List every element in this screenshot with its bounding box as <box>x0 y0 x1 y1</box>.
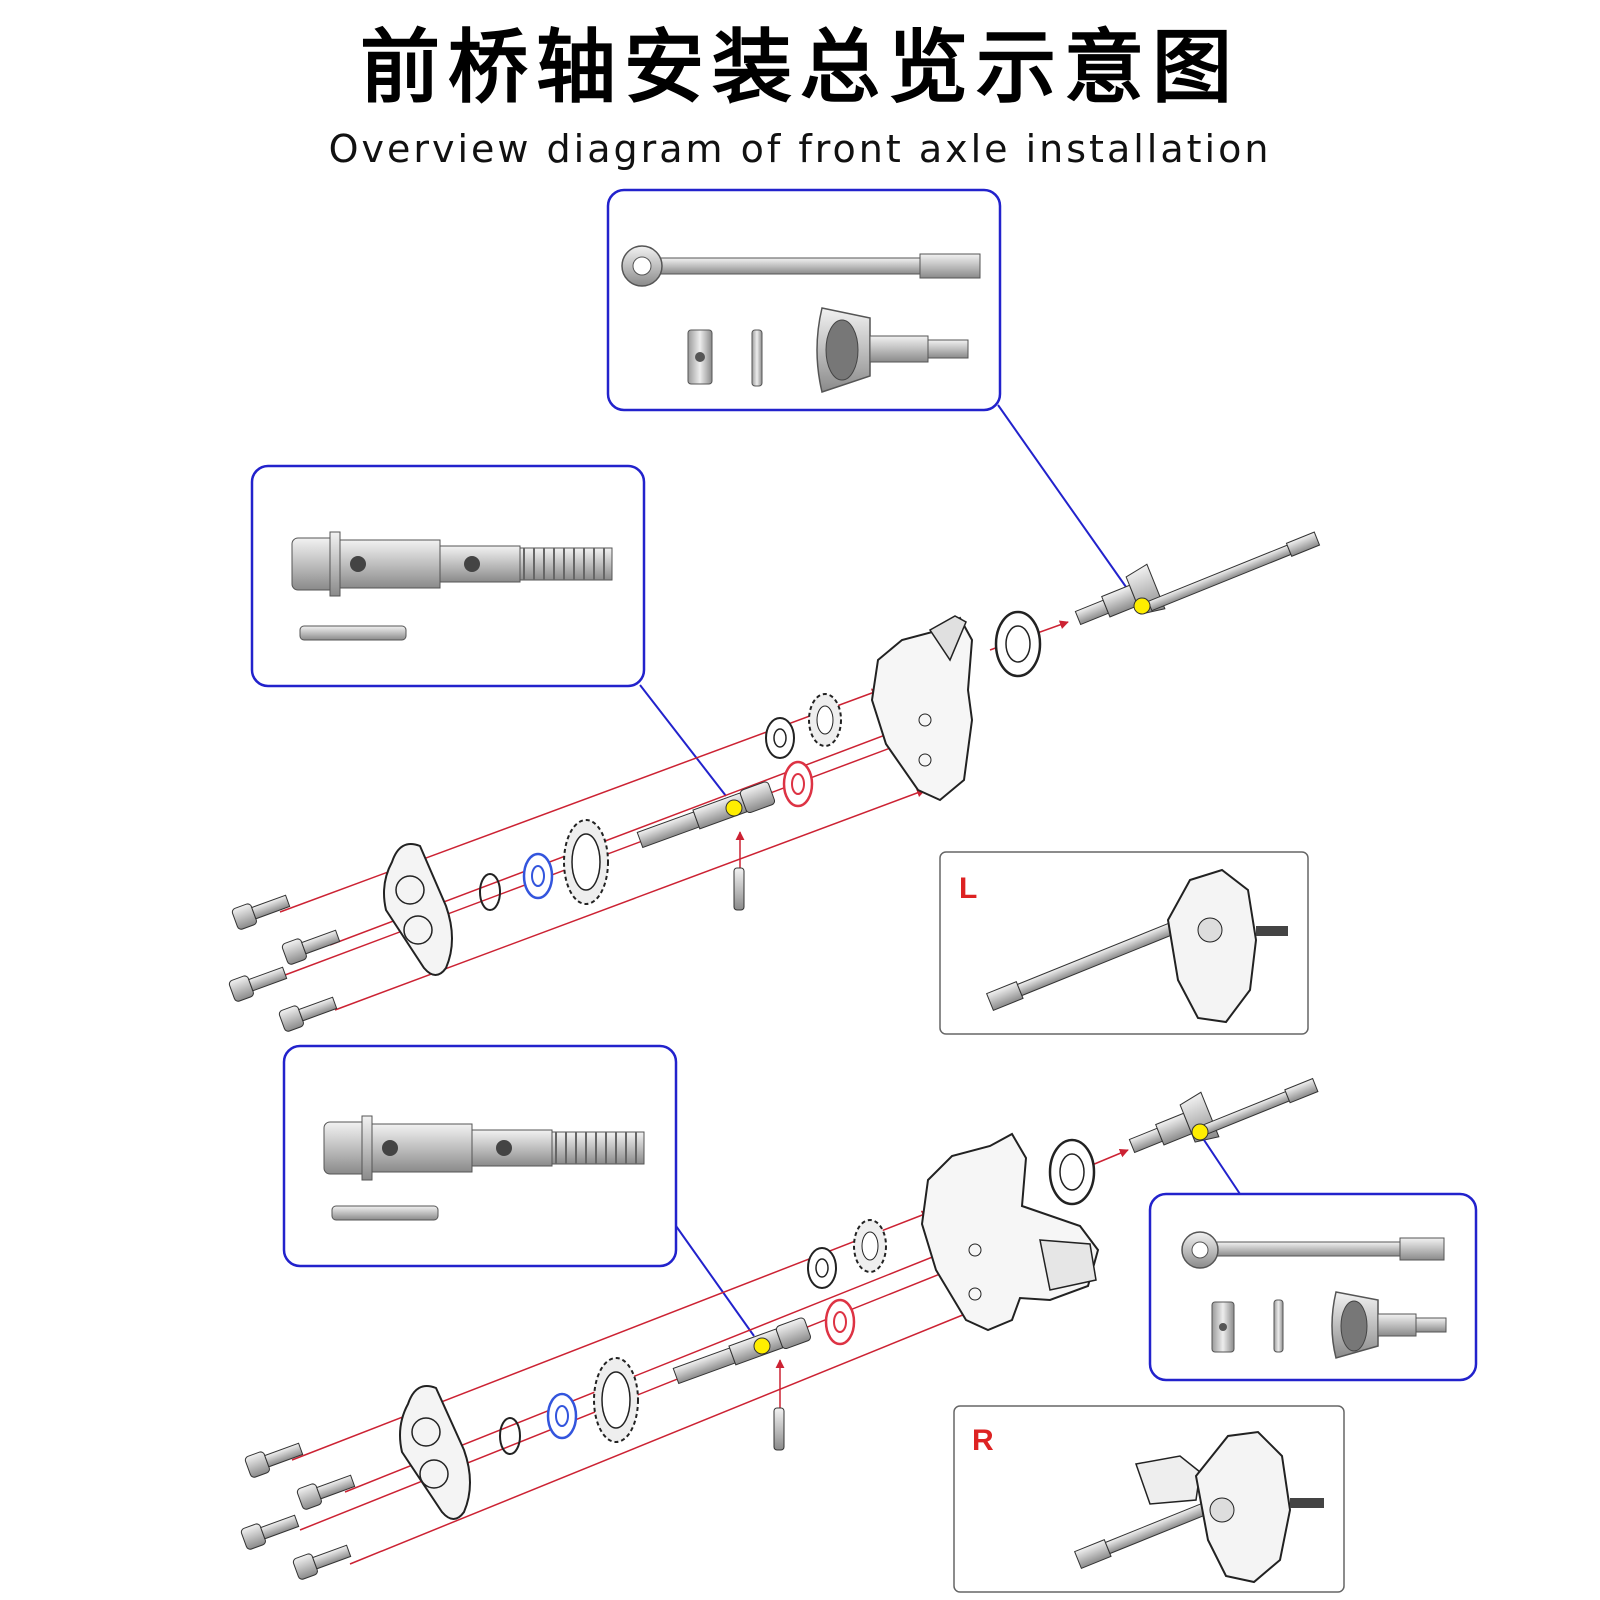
spur-gear-icon <box>563 819 609 905</box>
ball-bearing-icon <box>807 1247 837 1289</box>
ball-bearing-icon <box>824 1298 856 1346</box>
gear-cover-plate-icon <box>399 1385 471 1520</box>
threaded-stub-axle-icon <box>291 531 613 597</box>
page-title: 前桥轴安装总览示意图 <box>360 21 1240 114</box>
cross-pin-icon <box>687 329 713 385</box>
spur-gear-icon <box>593 1357 639 1443</box>
callout-box-dogbone-right <box>1148 1192 1478 1382</box>
ball-bearing-icon <box>546 1392 578 1440</box>
hex-socket-screw-icon <box>278 996 338 1032</box>
knuckle-housing-icon <box>870 615 974 802</box>
spur-gear-icon <box>808 693 842 747</box>
page-subtitle: Overview diagram of front axle installat… <box>328 127 1272 171</box>
assembled-view-left-box <box>939 851 1309 1035</box>
roll-pin-icon <box>299 625 407 641</box>
o-ring-icon <box>479 873 501 911</box>
dogbone-shaft-icon <box>1181 1231 1445 1269</box>
roll-pin-icon <box>733 867 745 911</box>
threaded-stub-axle-icon <box>636 781 776 849</box>
ball-bearing-icon <box>994 610 1042 678</box>
cross-pin-icon <box>1211 1301 1235 1353</box>
left-side-label: L <box>959 872 978 905</box>
drive-cup-icon <box>816 307 969 393</box>
roll-pin-icon <box>331 1205 439 1221</box>
hex-socket-screw-icon <box>228 966 288 1002</box>
callout-box-dogbone-top <box>606 188 1002 412</box>
hex-socket-screw-icon <box>244 1442 304 1478</box>
ball-bearing-icon <box>782 760 814 808</box>
spur-gear-icon <box>853 1219 887 1273</box>
knuckle-housing-icon <box>1135 1430 1324 1584</box>
callout-leader-top <box>997 404 1139 605</box>
yellow-marker-dot-icon <box>725 799 743 817</box>
knuckle-housing-icon <box>1166 868 1288 1024</box>
hex-socket-screw-icon <box>281 929 341 965</box>
hex-socket-screw-icon <box>296 1474 356 1510</box>
yellow-marker-dot-icon <box>753 1337 771 1355</box>
drive-cup-icon <box>1331 1291 1447 1359</box>
o-ring-icon <box>499 1417 521 1455</box>
ball-bearing-icon <box>522 852 554 900</box>
threaded-stub-axle-icon <box>323 1115 645 1181</box>
ball-bearing-icon <box>765 717 795 759</box>
roll-pin-icon <box>751 329 763 387</box>
dogbone-shaft-icon <box>621 245 981 287</box>
knuckle-housing-icon <box>920 1132 1100 1332</box>
assembly-upper <box>228 531 1321 1032</box>
ball-bearing-icon <box>1048 1138 1096 1206</box>
dogbone-shaft-icon <box>1201 1077 1319 1136</box>
roll-pin-icon <box>1273 1299 1284 1353</box>
roll-pin-icon <box>773 1407 785 1451</box>
yellow-marker-dot-icon <box>1133 597 1151 615</box>
callout-leader-upper <box>639 684 727 797</box>
yellow-marker-dot-icon <box>1191 1123 1209 1141</box>
callout-leader-right <box>1203 1139 1241 1195</box>
assembly-lower <box>240 1077 1319 1580</box>
hex-socket-screw-icon <box>292 1544 352 1580</box>
assembled-view-right-box <box>953 1405 1345 1593</box>
gear-cover-plate-icon <box>383 843 453 976</box>
hex-socket-screw-icon <box>231 894 291 930</box>
callout-leader-lower <box>675 1225 755 1337</box>
dogbone-shaft-icon <box>1147 531 1321 612</box>
hex-socket-screw-icon <box>240 1514 300 1550</box>
right-side-label: R <box>972 1424 994 1457</box>
callout-box-stub-lower <box>282 1044 678 1268</box>
callout-box-stub-upper <box>250 464 646 688</box>
